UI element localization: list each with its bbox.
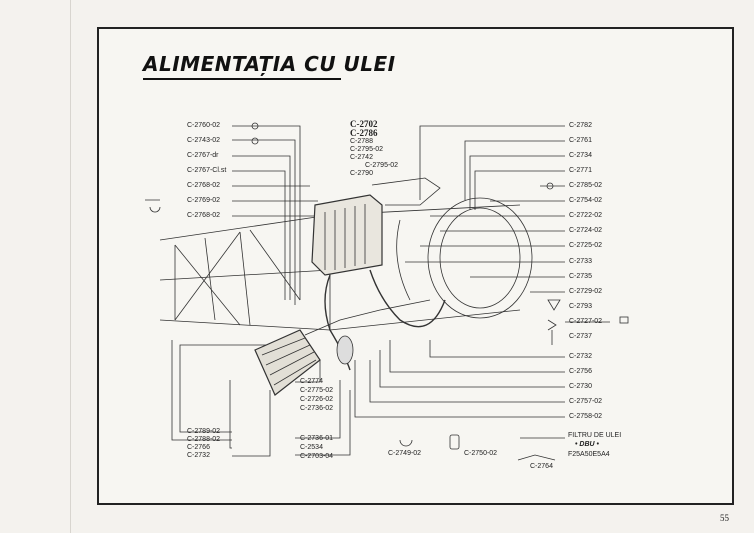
title-underline [143, 78, 341, 80]
label-right-2: C-2761 [569, 137, 592, 144]
label-right-20: C-2758-02 [569, 413, 603, 420]
page-number: 55 [720, 513, 729, 523]
label-bottom-mid-3: C-2703-04 [300, 453, 334, 460]
label-top-3: C-2788 [350, 138, 373, 145]
label-left-6: C-2769-02 [187, 197, 221, 204]
page-gutter [70, 0, 71, 533]
label-right-19: C-2757-02 [569, 398, 603, 405]
label-right-6: C-2754-02 [569, 197, 603, 204]
label-left-4: C-2767-Cl.st [187, 167, 227, 174]
label-bottom-left-4: C-2732 [187, 452, 210, 459]
label-left-3: C-2767-dr [187, 152, 219, 159]
label-right-1: C-2782 [569, 122, 592, 129]
label-right-12: C-2729-02 [569, 288, 603, 295]
label-right-14: C-2727-02 [569, 318, 603, 325]
label-right-18: C-2730 [569, 383, 592, 390]
label-top-4: C-2795-02 [350, 146, 384, 153]
label-right-17: C-2756 [569, 368, 592, 375]
label-top-1: C-2702 [350, 119, 378, 129]
label-part-2750: C-2750-02 [464, 450, 498, 457]
label-left-5: C-2768-02 [187, 182, 221, 189]
filter-note-code: F25A50E5A4 [568, 451, 610, 458]
label-bottom-left-3: C-2766 [187, 444, 210, 451]
label-right-3: C-2734 [569, 152, 592, 159]
label-bottom-center-2: C-2775-02 [300, 387, 334, 394]
page-title: ALIMENTAȚIA CU ULEI [143, 52, 396, 76]
label-left-7: C-2768-02 [187, 212, 221, 219]
label-part-2764: C-2764 [530, 463, 553, 470]
label-right-16: C-2732 [569, 353, 592, 360]
label-bottom-left-1: C-2789-02 [187, 428, 221, 435]
label-right-15: C-2737 [569, 333, 592, 340]
label-right-5: C-2785-02 [569, 182, 603, 189]
label-top-7: C-2790 [350, 170, 373, 177]
label-part-2749: C-2749-02 [388, 450, 422, 457]
plate-frame [97, 27, 734, 505]
label-right-13: C-2793 [569, 303, 592, 310]
label-bottom-mid-1: C-2736-01 [300, 435, 334, 442]
label-top-5: C-2742 [350, 154, 373, 161]
label-bottom-center-4: C-2736-02 [300, 405, 334, 412]
label-bottom-center-3: C-2726-02 [300, 396, 334, 403]
label-right-10: C-2733 [569, 258, 592, 265]
label-top-6: C-2795-02 [365, 162, 399, 169]
label-bottom-center-1: C-2774 [300, 378, 323, 385]
filter-note-brand: • DBU • [575, 441, 599, 448]
label-right-11: C-2735 [569, 273, 592, 280]
label-right-8: C-2724-02 [569, 227, 603, 234]
label-top-2: C-2786 [350, 128, 378, 138]
label-right-4: C-2771 [569, 167, 592, 174]
label-bottom-left-2: C-2788-02 [187, 436, 221, 443]
label-left-1: C-2760-02 [187, 122, 221, 129]
label-right-9: C-2725-02 [569, 242, 603, 249]
label-left-2: C-2743-02 [187, 137, 221, 144]
filter-note-title: FILTRU DE ULEI [568, 432, 622, 439]
label-bottom-mid-2: C-2534 [300, 444, 323, 451]
label-right-7: C-2722-02 [569, 212, 603, 219]
